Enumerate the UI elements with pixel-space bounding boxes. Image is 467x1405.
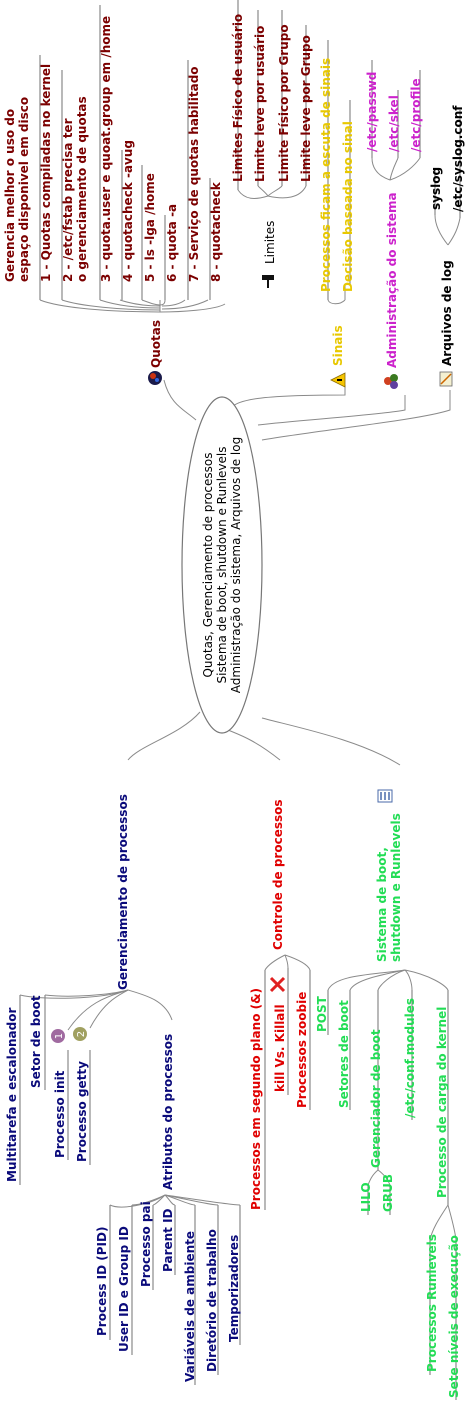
atributos-title[interactable]: Atributos do processos	[161, 1034, 175, 1190]
central-line-3: Administração do sistema, Arquivos de lo…	[229, 437, 243, 693]
quotas-item-0-line-1[interactable]: Gerencia melhor o uso do	[3, 109, 17, 282]
boot-title-line-1[interactable]: Sistema de boot,	[375, 847, 389, 962]
users-icon	[384, 374, 398, 389]
gerenciamento-item-2[interactable]: Processo init	[53, 1070, 67, 1158]
branch-quotas[interactable]: Quotas Gerencia melhor o uso do espaço d…	[3, 14, 313, 385]
sinais-item-1[interactable]: Decisão baseada no sinal	[341, 121, 355, 292]
gerenciamento-title[interactable]: Gerenciamento de processos	[116, 794, 130, 990]
hammer-icon	[262, 275, 274, 288]
branch-arquivos-de-log[interactable]: Arquivos de log syslog /etc/syslog.conf	[429, 105, 465, 387]
admin-item-1[interactable]: /etc/skel	[387, 95, 401, 152]
branch-controle[interactable]: Controle de processos Processos em segun…	[249, 799, 309, 1210]
limites-item-0[interactable]: Limites Físico de usuário	[231, 14, 245, 182]
boot-item-2[interactable]: Gerenciador de boot	[369, 1029, 383, 1168]
limites-item-1[interactable]: Limite leve por usuário	[253, 26, 267, 182]
atributos-item-0[interactable]: Process ID (PID)	[95, 1227, 109, 1336]
controle-item-1[interactable]: kill Vs. Killall	[273, 1004, 287, 1092]
branch-administracao[interactable]: Administração do sistema /etc/passwd /et…	[365, 72, 423, 389]
admin-title[interactable]: Administração do sistema	[385, 192, 399, 368]
boot-item-1[interactable]: Setores de boot	[337, 1000, 351, 1108]
cross-icon	[269, 976, 286, 993]
quotas-item-7[interactable]: 7 - Serviço de quotas habilitado	[187, 66, 201, 282]
atributos-item-4[interactable]: Variáveis de ambiente	[183, 1231, 197, 1382]
svg-text:2: 2	[76, 1031, 87, 1037]
warning-icon	[330, 372, 346, 388]
admin-item-0[interactable]: /etc/passwd	[365, 72, 379, 152]
controle-item-0[interactable]: Processos em segundo plano (&)	[249, 988, 263, 1210]
quotas-item-0-line-2[interactable]: espaço disponivel em disco	[17, 97, 31, 282]
quotas-item-3[interactable]: 3 - quota.user e quoat.group em /home	[99, 16, 113, 282]
central-topic[interactable]: Quotas, Gerenciamento de processos Siste…	[181, 396, 263, 734]
central-line-2: Sistema de boot, shutdown e Runlevels	[215, 447, 229, 684]
atributos-item-1[interactable]: User ID e Group ID	[117, 1226, 131, 1352]
gerenciamento-item-1[interactable]: Setor de boot	[29, 995, 43, 1088]
globe-icon	[148, 371, 162, 385]
logs-item-0[interactable]: syslog	[429, 167, 443, 210]
number-1-icon: 1	[51, 1029, 65, 1043]
boot-item-0[interactable]: POST	[315, 995, 329, 1032]
sinais-item-0[interactable]: Processos ficam a escuta de sinais	[319, 58, 333, 292]
node-underlines	[19, 0, 461, 1400]
limites-item-3[interactable]: Limite leve por Grupo	[299, 35, 313, 182]
quotas-item-5[interactable]: 5 - ls -lga /home	[143, 173, 157, 282]
boot-item-4[interactable]: Processo de carga do kernel	[435, 1007, 449, 1198]
atributos-item-5[interactable]: Diretório de trabalho	[205, 1229, 219, 1372]
connectors	[19, 157, 461, 1241]
atributos-item-2[interactable]: Processo pai	[139, 1201, 153, 1287]
svg-text:1: 1	[54, 1033, 65, 1039]
logs-title[interactable]: Arquivos de log	[440, 260, 454, 366]
limites-title[interactable]: Limites	[263, 221, 277, 264]
controle-item-2[interactable]: Processos zoobie	[295, 992, 309, 1108]
admin-item-2[interactable]: /etc/profile	[409, 78, 423, 152]
controle-title[interactable]: Controle de processos	[271, 799, 285, 950]
quotas-item-1[interactable]: 1 - Quotas compiladas no kernel	[39, 64, 53, 282]
central-line-1: Quotas, Gerenciamento de processos	[201, 452, 215, 677]
atributos-item-6[interactable]: Temporizadores	[227, 1235, 241, 1342]
quotas-item-2-line-2[interactable]: o gerenciamento de quotas	[75, 96, 89, 282]
list-icon	[377, 789, 393, 803]
number-2-icon: 2	[73, 1027, 87, 1041]
quotas-title[interactable]: Quotas	[149, 320, 163, 368]
quotas-item-2-line-1[interactable]: 2 - /etc/fstab precisa ter	[61, 118, 75, 282]
carga-item-0[interactable]: Processos Runlevels	[425, 1234, 439, 1372]
gerenciador-item-0[interactable]: LILO	[359, 1182, 373, 1212]
limites-item-2[interactable]: Limite Físico por Grupo	[277, 24, 291, 182]
notepad-icon	[439, 371, 453, 387]
quotas-item-4[interactable]: 4 - quotacheck -avug	[121, 140, 135, 282]
boot-item-3[interactable]: /etc/conf.modules	[403, 998, 417, 1118]
atributos-item-3[interactable]: Parent ID	[161, 1208, 175, 1272]
branch-gerenciamento[interactable]: Gerenciamento de processos Multitarefa e…	[5, 794, 241, 1382]
gerenciamento-item-0[interactable]: Multitarefa e escalonador	[5, 1008, 19, 1182]
gerenciador-item-1[interactable]: GRUB	[381, 1174, 395, 1212]
gerenciamento-item-3[interactable]: Processo getty	[75, 1061, 89, 1162]
boot-title-line-2[interactable]: shutdown e Runlevels	[389, 813, 403, 962]
branch-sinais[interactable]: Sinais Processos ficam a escuta de sinai…	[319, 58, 355, 388]
carga-item-1[interactable]: Sete níveis de execução	[447, 1235, 461, 1398]
branch-boot[interactable]: Sistema de boot, shutdown e Runlevels PO…	[315, 789, 461, 1398]
sinais-title[interactable]: Sinais	[331, 325, 345, 366]
quotas-item-6[interactable]: 6 - quota -a	[165, 204, 179, 282]
logs-item-1[interactable]: /etc/syslog.conf	[451, 105, 465, 212]
quotas-item-8[interactable]: 8 - quotacheck	[209, 181, 223, 282]
